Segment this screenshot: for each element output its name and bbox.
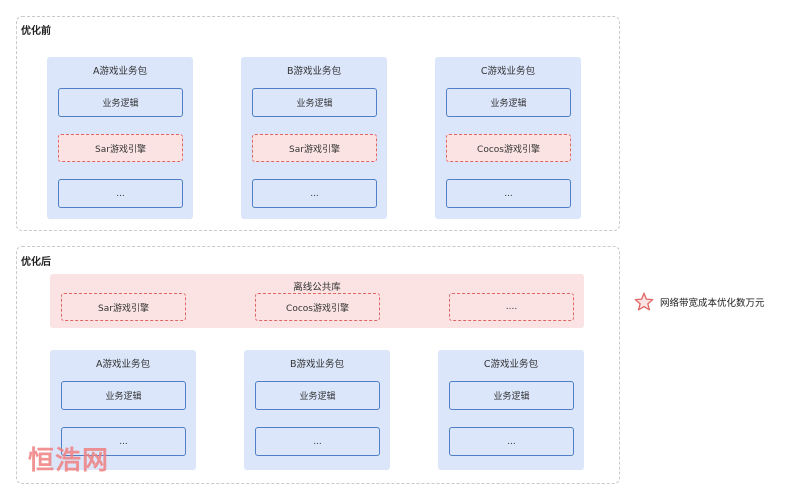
package-title: B游戏业务包 bbox=[289, 359, 345, 370]
offline-library: 离线公共库 Sar游戏引擎 Cocos游戏引擎 .... bbox=[50, 274, 584, 328]
after-package-a: A游戏业务包 业务逻辑 ... bbox=[50, 350, 196, 470]
library-item-sar-engine: Sar游戏引擎 bbox=[61, 293, 186, 321]
business-logic-box: 业务逻辑 bbox=[255, 381, 380, 410]
before-section bbox=[16, 16, 620, 231]
package-title: A游戏业务包 bbox=[96, 359, 150, 370]
engine-box: Sar游戏引擎 bbox=[252, 134, 377, 162]
package-title: C游戏业务包 bbox=[480, 66, 536, 77]
business-logic-box: 业务逻辑 bbox=[61, 381, 186, 410]
package-title: B游戏业务包 bbox=[286, 66, 342, 77]
after-section bbox=[16, 246, 620, 484]
library-item-cocos-engine: Cocos游戏引擎 bbox=[255, 293, 380, 321]
business-logic-box: 业务逻辑 bbox=[446, 88, 571, 117]
after-package-c: C游戏业务包 业务逻辑 ... bbox=[438, 350, 584, 470]
before-section-label: 优化前 bbox=[21, 26, 51, 37]
more-box: ... bbox=[252, 179, 377, 208]
legend-text: 网络带宽成本优化数万元 bbox=[660, 297, 765, 309]
more-box: ... bbox=[446, 179, 571, 208]
legend: 网络带宽成本优化数万元 bbox=[634, 292, 765, 311]
star-icon bbox=[634, 292, 654, 311]
package-title: C游戏业务包 bbox=[483, 359, 539, 370]
business-logic-box: 业务逻辑 bbox=[449, 381, 574, 410]
before-package-a: A游戏业务包 业务逻辑 Sar游戏引擎 ... bbox=[47, 57, 193, 219]
business-logic-box: 业务逻辑 bbox=[252, 88, 377, 117]
before-package-b: B游戏业务包 业务逻辑 Sar游戏引擎 ... bbox=[241, 57, 387, 219]
more-box: ... bbox=[255, 427, 380, 456]
more-box: ... bbox=[449, 427, 574, 456]
before-package-c: C游戏业务包 业务逻辑 Cocos游戏引擎 ... bbox=[435, 57, 581, 219]
library-item-more: .... bbox=[449, 293, 574, 321]
after-package-b: B游戏业务包 业务逻辑 ... bbox=[244, 350, 390, 470]
after-section-label: 优化后 bbox=[21, 257, 51, 268]
more-box: ... bbox=[58, 179, 183, 208]
more-box: ... bbox=[61, 427, 186, 456]
watermark: 恒浩网 bbox=[28, 446, 110, 476]
engine-box: Sar游戏引擎 bbox=[58, 134, 183, 162]
package-title: A游戏业务包 bbox=[93, 66, 147, 77]
engine-box: Cocos游戏引擎 bbox=[446, 134, 571, 162]
library-title: 离线公共库 bbox=[293, 282, 341, 293]
business-logic-box: 业务逻辑 bbox=[58, 88, 183, 117]
